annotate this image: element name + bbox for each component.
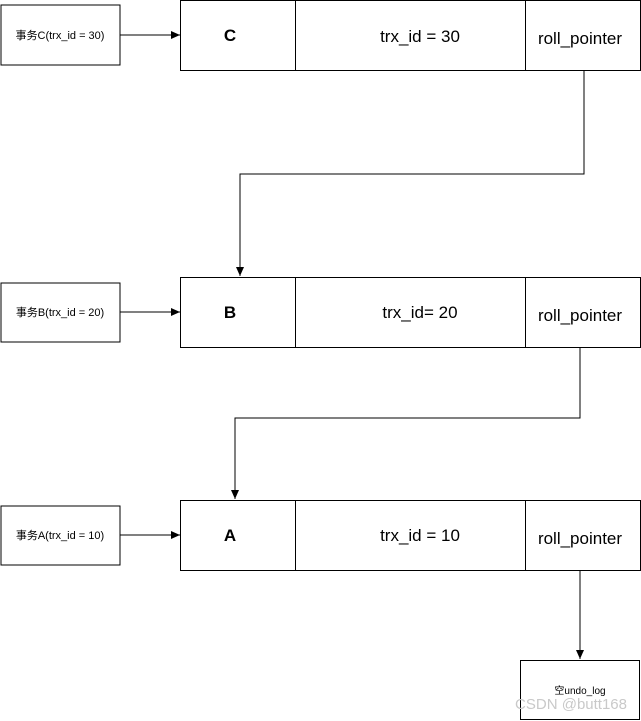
version-label-a: A [224,526,236,545]
roll-pointer-a: roll_pointer [538,529,622,548]
record-box-c [180,0,641,71]
version-label-b: B [224,303,236,322]
roll-pointer-c: roll_pointer [538,29,622,48]
txn-box-c [0,4,121,66]
watermark: CSDN @butt168 [515,696,627,713]
txn-label-a: 事务A(trx_id = 10) [16,529,104,542]
version-label-c: C [224,26,236,45]
txn-label-c: 事务C(trx_id = 30) [16,29,105,42]
version-row-b: 事务B(trx_id = 20) B trx_id= 20 roll_point… [0,277,641,348]
trx-id-b: trx_id= 20 [382,303,457,322]
record-box-b [180,277,641,348]
roll-pointer-b: roll_pointer [538,306,622,325]
pointer-arrow-c-to-b [236,70,585,276]
trx-id-c: trx_id = 30 [380,27,460,46]
record-box-a [180,500,641,571]
pointer-arrow-b-to-a [231,347,581,499]
version-row-a: 事务A(trx_id = 10) A trx_id = 10 roll_poin… [0,500,641,571]
txn-box-a [0,505,121,566]
trx-id-a: trx_id = 10 [380,526,460,545]
empty-undo-log-box [520,660,640,720]
version-row-c: 事务C(trx_id = 30) C trx_id = 30 roll_poin… [0,0,641,71]
txn-box-b [0,282,121,343]
txn-label-b: 事务B(trx_id = 20) [16,306,104,319]
empty-undo-log-label: 空undo_log [554,684,605,697]
